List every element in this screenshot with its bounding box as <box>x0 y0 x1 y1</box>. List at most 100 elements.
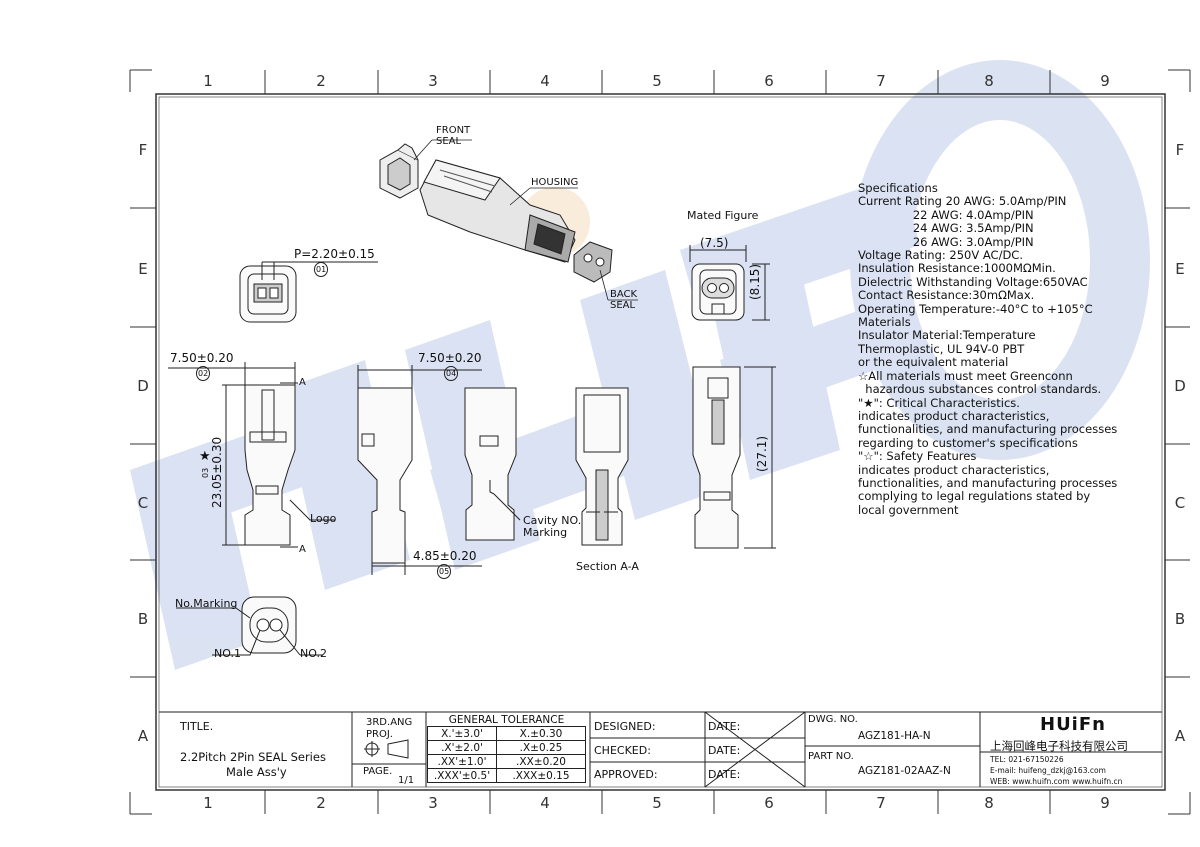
proj-label-2: PROJ. <box>366 729 393 740</box>
title-line-1: 2.2Pitch 2Pin SEAL Series <box>180 750 326 764</box>
column-3: 3 <box>428 72 438 90</box>
checked-label: CHECKED: <box>594 744 651 757</box>
column-1: 1 <box>203 72 213 90</box>
column-3-bottom: 3 <box>428 794 438 812</box>
tolerance-angle: .XX'±1.0' <box>427 754 497 769</box>
column-6-bottom: 6 <box>764 794 774 812</box>
column-4-bottom: 4 <box>540 794 550 812</box>
pitch-dim: P=2.20±0.15 <box>294 247 375 261</box>
row-d: D <box>137 377 149 395</box>
mated-height-dim: (8.15) <box>748 263 762 300</box>
back-seal-3d <box>573 241 613 283</box>
column-2-bottom: 2 <box>316 794 326 812</box>
row-b: B <box>137 610 149 628</box>
width-mid-ref: 04 <box>444 366 459 381</box>
length-ref: 03 <box>201 467 210 478</box>
spec-line: Current Rating 20 AWG: 5.0Amp/PIN <box>858 194 1067 209</box>
spec-line: functionalities, and manufacturing proce… <box>858 475 1118 490</box>
back-seal-label-1: BACK <box>610 289 638 300</box>
part-value: AGZ181-02AAZ-N <box>858 765 951 777</box>
bottom-width-ref: 05 <box>437 564 452 579</box>
spec-line: indicates product characteristics, <box>858 462 1050 477</box>
side-view-left <box>168 362 335 548</box>
column-2: 2 <box>316 72 326 90</box>
date-label-3: DATE: <box>708 768 741 781</box>
overall-length-dim: (27.1) <box>755 435 769 472</box>
cavity-callout-1: Cavity NO. <box>523 514 582 527</box>
row-e-right: E <box>1175 260 1185 278</box>
specifications-block: Specifications Current Rating 20 AWG: 5.… <box>858 181 1118 517</box>
pitch-front-view <box>239 261 378 323</box>
part-label: PART NO. <box>808 751 854 762</box>
side-view-mid-left <box>357 365 482 575</box>
date-label-1: DATE: <box>708 720 741 733</box>
critical-star: ★ <box>199 449 211 464</box>
width-left-ref: 02 <box>196 366 211 381</box>
tolerance-angle: X.'±3.0' <box>427 726 497 741</box>
tolerance-row: .XXX'±0.5'.XXX±0.15 <box>427 768 586 783</box>
column-4: 4 <box>540 72 550 90</box>
company-name: 上海回峰电子科技有限公司 <box>990 739 1128 753</box>
no1-label: NO.1 <box>214 647 241 660</box>
title-block-lines <box>159 711 1162 788</box>
bottom-front-view <box>176 596 323 656</box>
tolerance-header: GENERAL TOLERANCE <box>427 713 586 727</box>
spec-line: 22 AWG: 4.0Amp/PIN <box>858 207 1034 222</box>
tolerance-row: X.'±3.0'X.±0.30 <box>427 726 586 741</box>
company-tel: TEL: 021-67150226 <box>990 755 1064 764</box>
tolerance-row: .X'±2.0'.X±0.25 <box>427 740 586 755</box>
spec-line: functionalities, and manufacturing proce… <box>858 422 1118 437</box>
spec-line: Contact Resistance:30mΩMax. <box>858 288 1035 303</box>
page-label: PAGE. <box>363 766 393 777</box>
front-seal-3d <box>379 143 419 199</box>
front-seal-label-1: FRONT <box>436 125 471 136</box>
bottom-width-dim: 4.85±0.20 <box>413 549 477 563</box>
no2-label: NO.2 <box>300 647 327 660</box>
pitch-ref: 01 <box>314 262 329 277</box>
width-left-dim: 7.50±0.20 <box>170 351 234 365</box>
side-view-mid-right <box>464 387 521 541</box>
row-a: A <box>137 727 149 745</box>
row-b-right: B <box>1174 610 1186 628</box>
tolerance-linear: .XX±0.20 <box>496 754 586 769</box>
column-9: 9 <box>1100 72 1110 90</box>
housing-label: HOUSING <box>531 177 579 188</box>
width-mid-dim: 7.50±0.20 <box>418 351 482 365</box>
mated-figure-view <box>689 245 770 321</box>
approved-label: APPROVED: <box>594 768 658 781</box>
spec-line: regarding to customer's specifications <box>858 435 1078 450</box>
row-d-right: D <box>1174 377 1186 395</box>
column-1-bottom: 1 <box>203 794 213 812</box>
length-dim: 23.05±0.30 <box>210 436 224 508</box>
section-mark-bottom: A <box>299 544 306 555</box>
tolerance-linear: X.±0.30 <box>496 726 586 741</box>
spec-line: Insulator Material:Temperature <box>858 328 1036 343</box>
row-f-right: F <box>1175 141 1185 159</box>
row-c: C <box>137 494 149 512</box>
page-value: 1/1 <box>398 775 415 786</box>
column-6: 6 <box>764 72 774 90</box>
designed-label: DESIGNED: <box>594 720 656 733</box>
proj-label-1: 3RD.ANG <box>366 717 413 728</box>
spec-line: Dielectric Withstanding Voltage:650VAC <box>858 274 1088 289</box>
row-f: F <box>138 141 148 159</box>
title-label: TITLE. <box>180 720 214 733</box>
spec-line: Specifications <box>858 181 938 195</box>
dwg-label: DWG. NO. <box>808 714 858 725</box>
tolerance-row: .XX'±1.0'.XX±0.20 <box>427 754 586 769</box>
mated-width-dim: (7.5) <box>700 236 729 250</box>
section-mark-top: A <box>299 377 306 388</box>
section-view <box>575 387 629 546</box>
date-label-2: DATE: <box>708 744 741 757</box>
logo-callout: Logo <box>310 512 337 525</box>
company-logo: HUiFn <box>1040 714 1106 735</box>
mated-figure-label: Mated Figure <box>687 209 759 222</box>
spec-line: Voltage Rating: 250V AC/DC. <box>858 248 1023 263</box>
row-e: E <box>138 260 148 278</box>
column-8: 8 <box>984 72 994 90</box>
no-marking-label: No.Marking <box>175 597 238 610</box>
row-c-right: C <box>1174 494 1186 512</box>
column-8-bottom: 8 <box>984 794 994 812</box>
spec-line: ☆All materials must meet Greenconn <box>858 368 1073 383</box>
column-7-bottom: 7 <box>876 794 886 812</box>
